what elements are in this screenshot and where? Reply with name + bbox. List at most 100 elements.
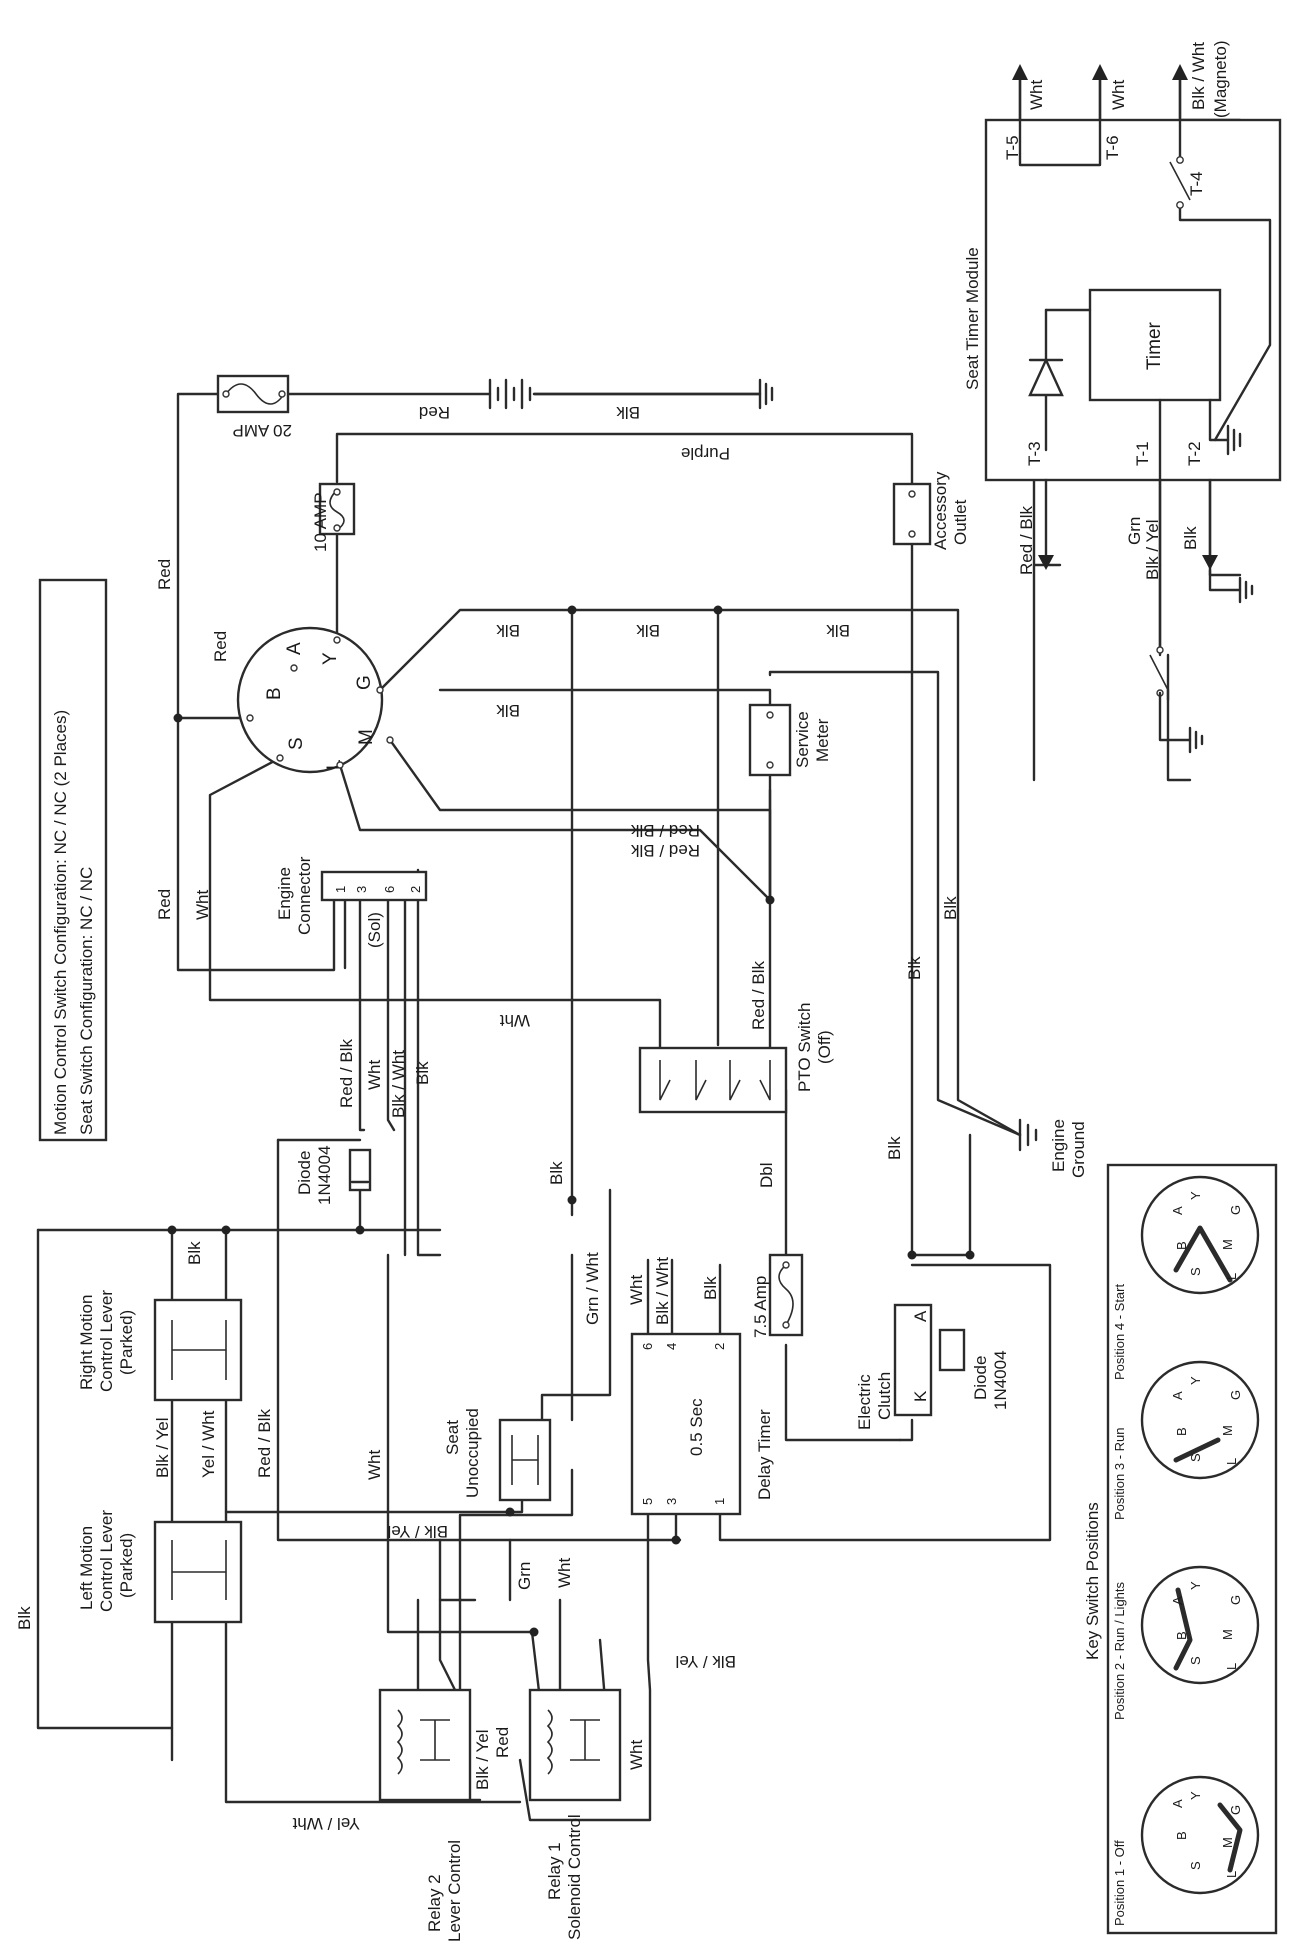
kp4-s: S bbox=[1188, 1267, 1203, 1276]
relay-1: Relay 1 Solenoid Control bbox=[528, 1688, 622, 1940]
kp4-a: A bbox=[1170, 1206, 1185, 1215]
diode-clutch-label-2: 1N4004 bbox=[991, 1350, 1010, 1410]
clutch-a: A bbox=[911, 1310, 930, 1322]
ground-icon-top bbox=[758, 378, 774, 410]
wire-label-red-key: Red bbox=[211, 631, 230, 662]
diode-top-label-1: Diode bbox=[295, 1151, 314, 1195]
key-switch: A B S Y G M L bbox=[236, 626, 394, 774]
wire-label-blk-right-2: Blk bbox=[941, 896, 960, 920]
left-motion-lever: Left Motion Control Lever (Parked) bbox=[77, 1510, 243, 1624]
key-terminal-a: A bbox=[284, 642, 305, 655]
fuse-7-5-label: 7.5 Amp bbox=[751, 1276, 770, 1338]
diode-top-label-2: 1N4004 bbox=[315, 1145, 334, 1205]
wire-label-yelwht-r: Yel / Wht bbox=[199, 1410, 218, 1478]
key-terminal-g: G bbox=[354, 675, 375, 690]
diode-clutch-label-1: Diode bbox=[971, 1356, 990, 1400]
pos3-label: Position 3 - Run bbox=[1112, 1428, 1127, 1521]
wire-label-redblk-2: Red / Blk bbox=[631, 841, 700, 860]
wire-label-wht-t5: Wht bbox=[1027, 80, 1046, 111]
kp2-m: M bbox=[1220, 1629, 1235, 1640]
wire-label-dbl: Dbl bbox=[757, 1162, 776, 1188]
junction-dots bbox=[167, 435, 1165, 1637]
wire-label-blk-1: Blk bbox=[496, 621, 520, 640]
wire-label-blkyel-t1: Blk / Yel bbox=[1143, 520, 1162, 581]
wire-label-blk-dt: Blk bbox=[701, 1276, 720, 1300]
pos2-label: Position 2 - Run / Lights bbox=[1112, 1581, 1127, 1720]
wire-label-blk-far-left: Blk bbox=[15, 1606, 34, 1630]
electric-clutch: A K Electric Clutch Diode 1N4004 bbox=[855, 1303, 1010, 1430]
wire-label-blkyel-relay: Blk / Yel bbox=[473, 1730, 492, 1791]
kp2-l: L bbox=[1224, 1663, 1239, 1670]
dt-pin-2: 2 bbox=[712, 1343, 727, 1350]
service-meter: Service Meter bbox=[748, 703, 832, 777]
clutch-label-1: Electric bbox=[855, 1374, 874, 1430]
key-terminal-y: Y bbox=[320, 652, 341, 665]
relay2-label-1: Relay 2 bbox=[425, 1874, 444, 1932]
wire-label-sol: (Sol) bbox=[365, 912, 384, 948]
wire-label-blkwht-magneto: Blk / Wht bbox=[1189, 42, 1208, 110]
engine-ground-label-2: Ground bbox=[1069, 1121, 1088, 1178]
dt-pin-5: 5 bbox=[640, 1498, 655, 1505]
wire-label-wht-relay: Wht bbox=[555, 1558, 574, 1589]
key-pos-1-diagram: S B A Y G M L bbox=[1140, 1775, 1260, 1895]
delay-value: 0.5 Sec bbox=[687, 1398, 706, 1456]
wire-label-blk-right-3: Blk bbox=[885, 1136, 904, 1160]
engine-ground-icon: Engine Ground bbox=[1018, 1118, 1088, 1178]
engine-connector: 1 3 6 2 Engine Connector bbox=[275, 856, 428, 935]
config-notes: Motion Control Switch Configuration: NC … bbox=[38, 578, 108, 1142]
right-lever-label-3: (Parked) bbox=[117, 1310, 136, 1375]
relay1-label-1: Relay 1 bbox=[545, 1842, 564, 1900]
key-pos-3-diagram: S B A Y G M L bbox=[1140, 1360, 1260, 1480]
pto-label-2: (Off) bbox=[815, 1030, 834, 1064]
kp3-b: B bbox=[1174, 1427, 1189, 1436]
kp2-s: S bbox=[1188, 1656, 1203, 1665]
delay-timer: 6 4 2 5 3 1 0.5 Sec Delay Timer bbox=[630, 1332, 774, 1516]
wire-label-blkyel-mid: Blk / Yel bbox=[388, 1522, 449, 1541]
wire-label-purple: Purple bbox=[681, 444, 730, 463]
wire-label-blk-battery: Blk bbox=[616, 403, 640, 422]
kp4-g: G bbox=[1228, 1205, 1243, 1215]
key-terminal-s: S bbox=[286, 737, 307, 750]
battery-icon: Red Blk bbox=[419, 378, 640, 422]
clutch-label-2: Clutch bbox=[875, 1372, 894, 1420]
kp1-y: Y bbox=[1188, 1791, 1203, 1800]
wire-label-blk-t2: Blk bbox=[1181, 526, 1200, 550]
kp2-y: Y bbox=[1188, 1581, 1203, 1590]
diode-top: Diode 1N4004 bbox=[295, 1145, 372, 1205]
accessory-label-1: Accessory bbox=[931, 471, 950, 550]
fuse-20-amp: 20 AMP bbox=[216, 374, 292, 440]
fuse-10-amp: 10 AMP bbox=[311, 482, 356, 552]
wire-label-yelwht-bottom: Yel / Wht bbox=[292, 1814, 360, 1833]
pto-switch: PTO Switch (Off) bbox=[638, 1003, 834, 1114]
wire-label-blk-2: Blk bbox=[496, 701, 520, 720]
kp1-g: G bbox=[1228, 1805, 1243, 1815]
wire-label-wht-t6: Wht bbox=[1109, 80, 1128, 111]
service-label-1: Service bbox=[793, 711, 812, 768]
timer-label: Timer bbox=[1144, 321, 1165, 370]
pos4-label: Position 4 - Start bbox=[1112, 1284, 1127, 1380]
motion-config-note: Motion Control Switch Configuration: NC … bbox=[51, 710, 70, 1135]
wire-label-blk-3: Blk bbox=[636, 621, 660, 640]
wire-label-blkwht-ec: Blk / Wht bbox=[389, 1050, 408, 1118]
key-pos-4-diagram: S B A Y G M L bbox=[1140, 1175, 1260, 1295]
accessory-outlet: Accessory Outlet bbox=[892, 471, 970, 550]
kp1-l: L bbox=[1224, 1871, 1239, 1878]
right-lever-label-2: Control Lever bbox=[97, 1290, 116, 1392]
wire-label-redblk-pto: Red / Blk bbox=[749, 961, 768, 1030]
seat-timer-module-label: Seat Timer Module bbox=[963, 247, 982, 390]
wire-label-blk-4: Blk bbox=[826, 621, 850, 640]
wire-label-blkwht-dt: Blk / Wht bbox=[653, 1257, 672, 1325]
key-switch-positions-panel: Key Switch Positions Position 1 - Off Po… bbox=[1083, 1163, 1278, 1935]
dt-pin-6: 6 bbox=[640, 1343, 655, 1350]
relay1-label-2: Solenoid Control bbox=[565, 1814, 584, 1940]
terminal-t3: T-3 bbox=[1025, 441, 1044, 466]
terminal-t2: T-2 bbox=[1185, 441, 1204, 466]
wire-label-redblk-ec: Red / Blk bbox=[337, 1039, 356, 1108]
seat-switch: Seat Unoccupied bbox=[443, 1408, 552, 1502]
terminal-t5: T-5 bbox=[1003, 135, 1022, 160]
wire-label-red-left: Red bbox=[155, 559, 174, 590]
terminal-t4: T-4 bbox=[1187, 171, 1206, 196]
key-terminal-b: B bbox=[264, 687, 285, 700]
accessory-label-2: Outlet bbox=[951, 499, 970, 545]
